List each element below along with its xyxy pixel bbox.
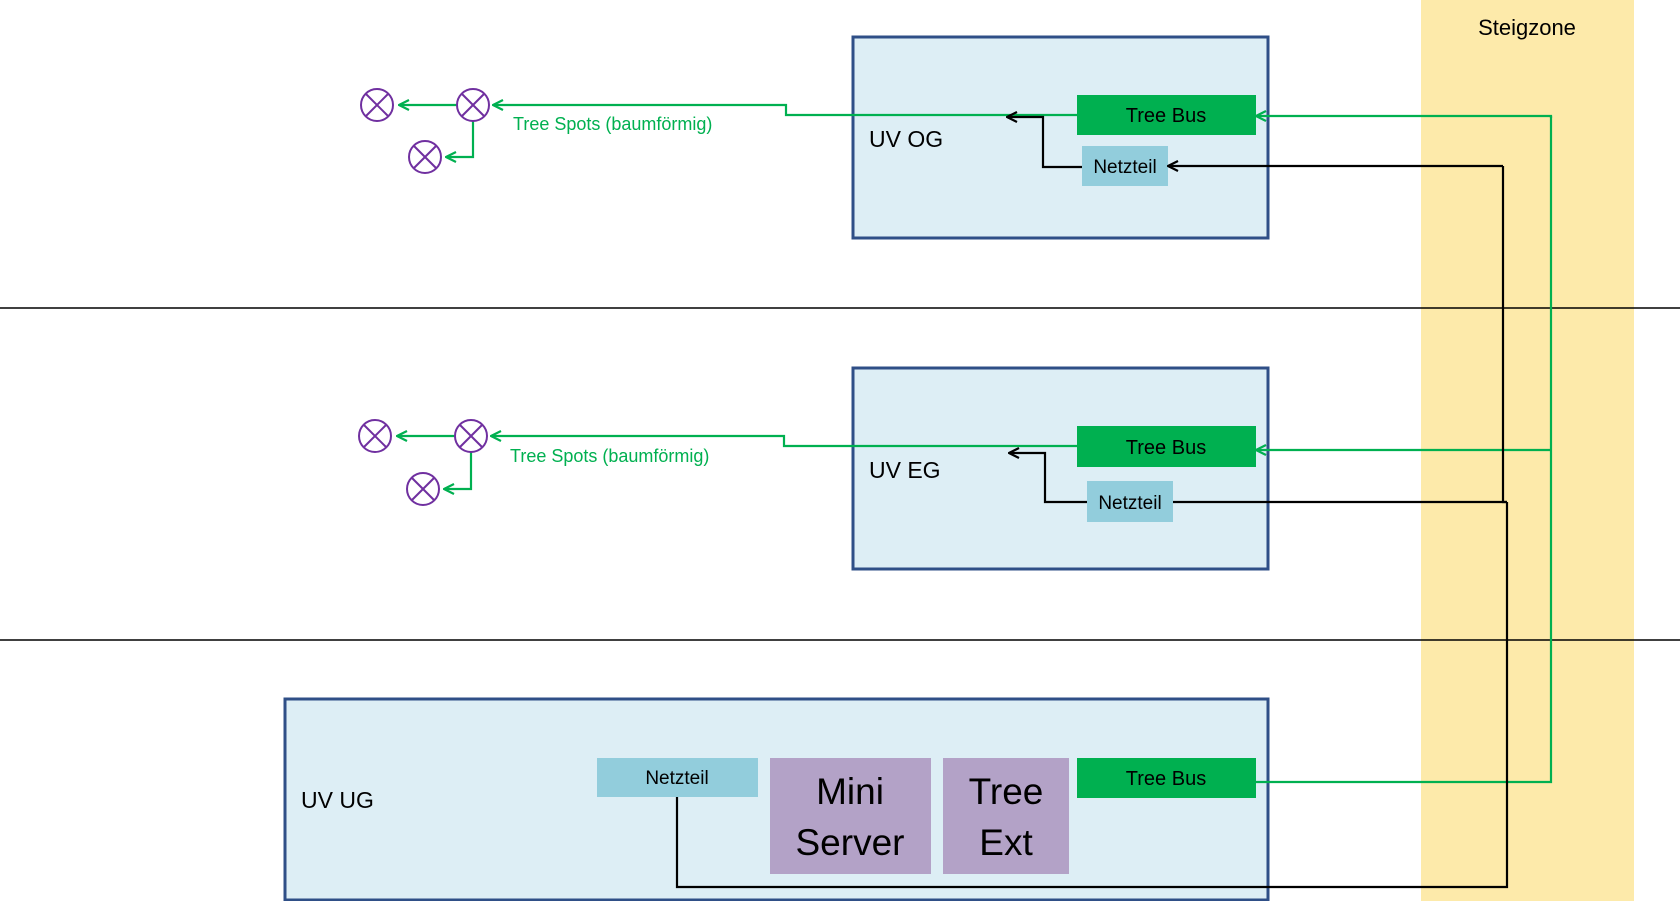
tree-bus-ug [1077, 758, 1256, 798]
tree-ext-label-line2: Ext [979, 822, 1033, 863]
tree-bus-eg-label: Tree Bus [1126, 437, 1206, 459]
miniserver-label-line2: Server [796, 822, 905, 863]
power-line-og-internal [1007, 117, 1082, 169]
bus-line-ug-riser [1256, 116, 1553, 784]
netzteil-ug-label: Netzteil [645, 768, 708, 789]
bus-line-og-spots [493, 105, 1077, 117]
miniserver-label-line1: Mini [816, 771, 884, 812]
netzteil-eg-label: Netzteil [1098, 493, 1161, 514]
netzteil-og [1082, 146, 1168, 186]
miniserver-box [770, 758, 931, 874]
tree-bus-ug-label: Tree Bus [1126, 768, 1206, 790]
cabinet-uv-og [851, 35, 1270, 240]
power-line-eg-internal [1009, 453, 1087, 504]
riser-label: Steigzone [1478, 15, 1576, 40]
cabinet-label-eg: UV EG [869, 457, 941, 483]
power-line-riser-og [1501, 166, 1507, 504]
lamp-icon [456, 88, 490, 122]
tree-bus-og [1077, 95, 1256, 135]
lamp-icon [360, 88, 394, 122]
lamp-icon [454, 419, 488, 453]
spots-label-eg: Tree Spots (baumförmig) [510, 446, 709, 466]
netzteil-eg [1087, 481, 1173, 522]
tree-bus-og-label: Tree Bus [1126, 105, 1206, 127]
netzteil-og-label: Netzteil [1093, 157, 1156, 178]
cabinet-uv-eg [851, 366, 1270, 571]
netzteil-ug [597, 758, 758, 797]
cabinet-label-og: UV OG [869, 126, 943, 152]
tree-ext-label-line1: Tree [969, 771, 1044, 812]
cabinet-label-ug: UV UG [301, 787, 374, 813]
lamp-icon [406, 472, 440, 506]
lamp-icon [408, 140, 442, 174]
bus-line-eg-spots [491, 436, 1077, 448]
tree-bus-eg [1077, 426, 1256, 467]
spots-label-og: Tree Spots (baumförmig) [513, 114, 712, 134]
power-line-ug-riser [675, 502, 1509, 889]
bus-line-og-spot-down [446, 121, 475, 157]
bus-line-eg-spot-down [444, 452, 473, 489]
tree-ext-box [943, 758, 1069, 874]
lamp-icon [358, 419, 392, 453]
